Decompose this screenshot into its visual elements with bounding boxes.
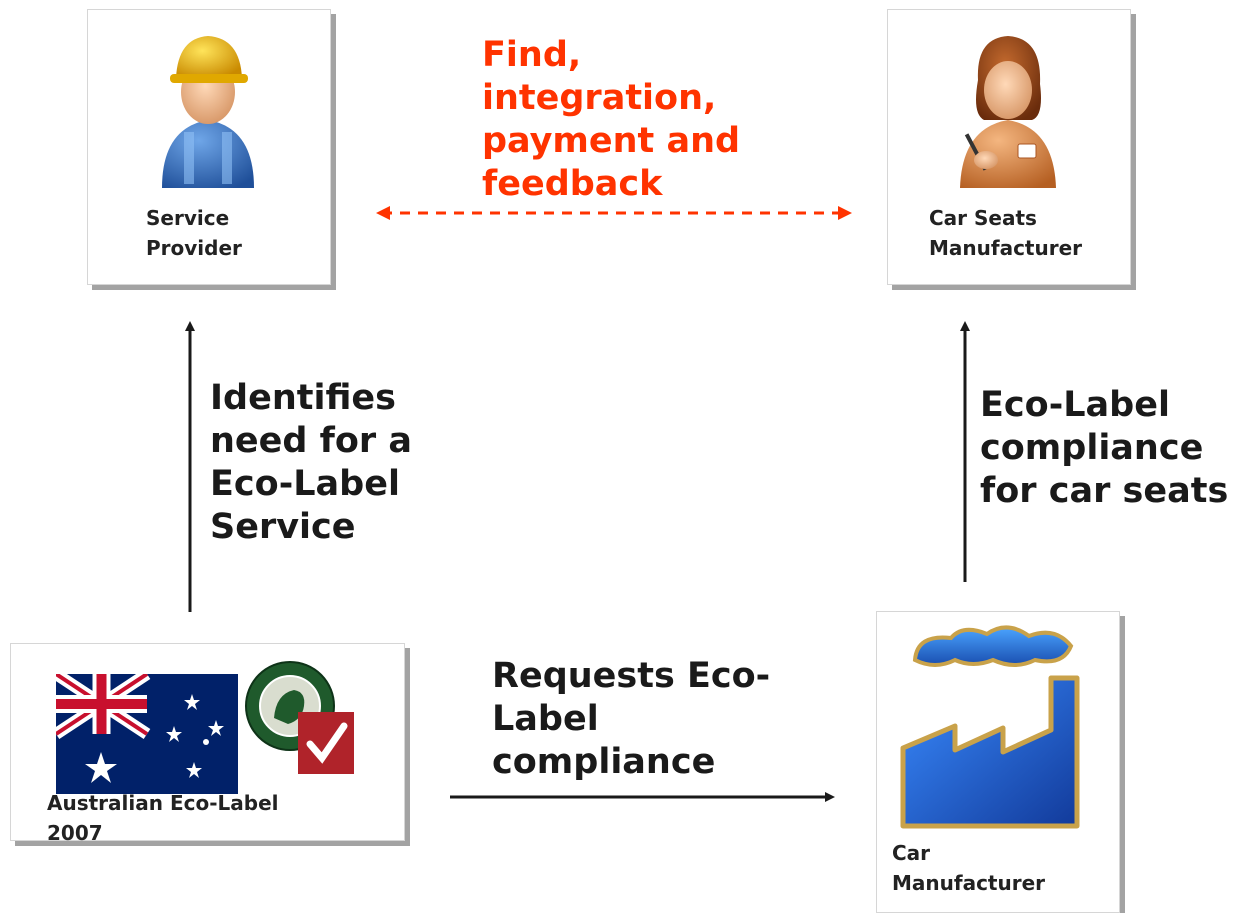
requests-compliance-label: Requests Eco- Label compliance [492,656,771,782]
service-provider-label: Service Provider [146,206,242,260]
eco-label-node: Australian Eco-Label 2007 [10,643,405,845]
eco-label-compliance-label: Eco-Label compliance for car seats [980,385,1229,511]
find-integration-label: Find, integration, payment and feedback [482,35,741,204]
eco-label-label: Australian Eco-Label 2007 [47,791,279,845]
australian-flag-icon [56,674,238,794]
factory-icon [900,625,1080,829]
manufacturer-person-icon [960,36,1056,188]
car-manufacturer-label: Car Manufacturer [892,841,1046,895]
environmental-choice-logo-icon [245,661,354,774]
worker-icon [162,36,254,188]
identifies-need-label: Identifies need for a Eco-Label Service [210,378,412,547]
car-seats-manufacturer-label: Car Seats Manufacturer [929,206,1083,260]
car-seats-manufacturer-node: Car Seats Manufacturer [887,9,1131,285]
service-provider-node: Service Provider [87,9,331,285]
car-manufacturer-node: Car Manufacturer [876,611,1120,913]
